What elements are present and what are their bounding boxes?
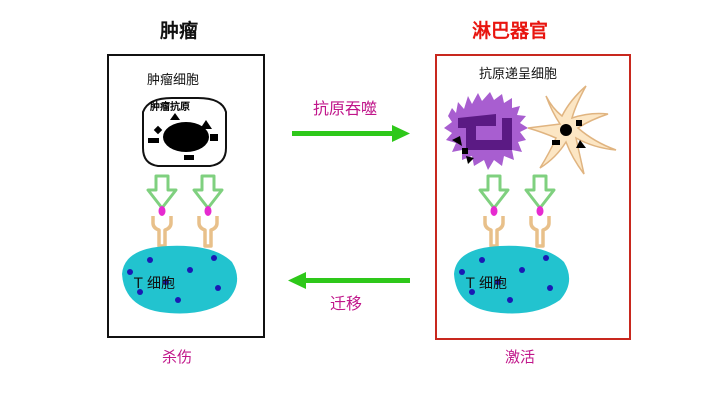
arrow-left-icon <box>288 272 410 289</box>
t-cell-label-right: T 细胞 <box>466 276 508 292</box>
kill-label: 杀伤 <box>162 348 193 366</box>
tumor-cell-label: 肿瘤细胞 <box>147 73 200 88</box>
arrow-right-icon <box>292 125 410 142</box>
tumor-antigen-label: 肿瘤抗原 <box>150 102 190 113</box>
tumor-cell-icon <box>142 97 227 167</box>
lymph-organ-title: 淋巴器官 <box>472 20 549 42</box>
receptor-icon <box>478 174 510 248</box>
t-cell-icon <box>122 245 238 314</box>
receptor-icon <box>524 174 556 248</box>
activation-label: 激活 <box>505 348 536 366</box>
receptor-icon <box>192 174 224 248</box>
tumor-title: 肿瘤 <box>160 20 199 42</box>
t-cell-icon <box>454 245 570 314</box>
tumor-panel-box <box>107 54 265 338</box>
lymph-panel-box <box>435 54 631 340</box>
t-cell-label-left: T 细胞 <box>134 276 176 292</box>
macrophage-icon <box>444 92 528 170</box>
dendritic-cell-icon <box>527 85 617 175</box>
migration-label: 迁移 <box>330 294 363 313</box>
receptor-icon <box>146 174 178 248</box>
apc-label: 抗原递呈细胞 <box>479 67 558 82</box>
phagocytosis-label: 抗原吞噬 <box>313 99 378 118</box>
